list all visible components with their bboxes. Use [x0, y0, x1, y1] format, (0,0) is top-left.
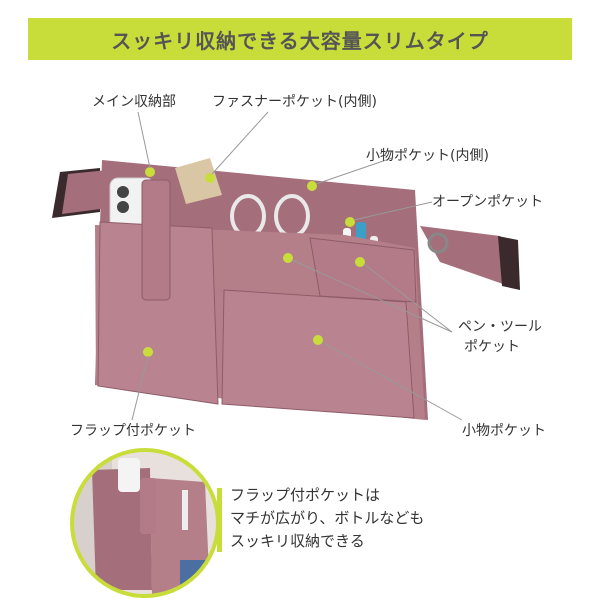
small-pocket-shape: [221, 289, 415, 419]
inset-line3: スッキリ収納できる: [230, 532, 365, 550]
label-small-pocket: 小物ポケット: [462, 423, 546, 439]
inset-line1: フラップ付ポケットは: [230, 486, 381, 504]
label-open-pocket: オープンポケット: [432, 194, 544, 210]
d-ring: [427, 232, 449, 254]
dot-pen1: [283, 253, 293, 263]
dot-fastener: [205, 173, 215, 183]
strap-right: [420, 226, 520, 290]
label-small-pocket-inner: 小物ポケット(内側): [366, 148, 489, 164]
dot-inner: [307, 181, 317, 191]
label-pen-tool-pocket-line2: ポケット: [464, 339, 520, 355]
inset-accent-bar: [217, 488, 222, 552]
dot-open: [345, 217, 355, 227]
paper: [175, 158, 222, 204]
strap-right-end: [498, 236, 520, 290]
flap-tab: [141, 179, 171, 301]
dot-main: [145, 167, 155, 177]
flap-pocket-shape: [97, 221, 219, 405]
inset-line2: マチが広がり、ボトルなども: [230, 509, 425, 527]
banner-title: スッキリ収納できる大容量スリムタイプ: [111, 28, 489, 53]
dot-small: [313, 335, 323, 345]
title-banner: スッキリ収納できる大容量スリムタイプ: [28, 18, 572, 60]
label-flap-pocket: フラップ付ポケット: [70, 423, 196, 439]
inset-caption: フラップ付ポケットは マチが広がり、ボトルなども スッキリ収納できる: [230, 484, 424, 553]
label-pen-tool-pocket-line1: ペン・ツール: [458, 319, 542, 335]
pen-pocket-shape: [309, 237, 417, 303]
strap-left-fabric: [62, 170, 108, 214]
dot-flap: [143, 347, 153, 357]
label-fastener-pocket: ファスナーポケット(内側): [212, 94, 377, 110]
label-main-storage: メイン収納部: [92, 94, 176, 110]
dot-pen2: [355, 257, 365, 267]
